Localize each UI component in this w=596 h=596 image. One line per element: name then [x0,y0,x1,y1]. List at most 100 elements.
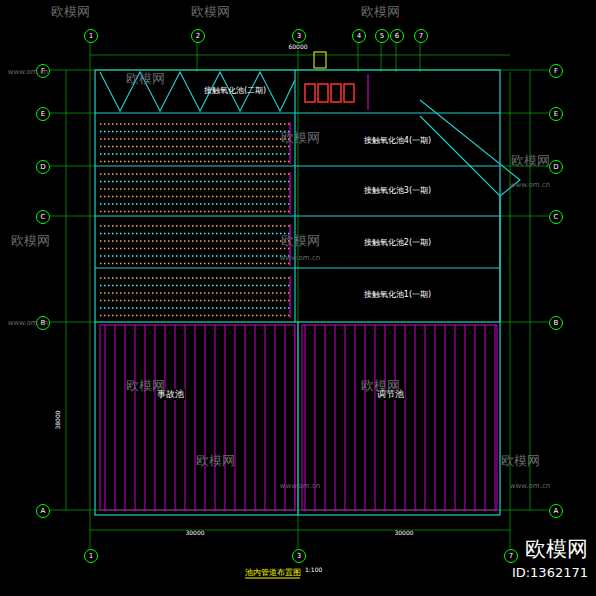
axis-name: B [554,320,559,327]
watermark: 欧模网 [191,5,230,18]
axis-name: 1 [89,33,93,40]
watermark: 欧模网 [361,5,400,18]
axis-bubble: E [549,107,563,121]
axis-bubble: D [549,160,563,174]
aeration-pipe [100,225,290,226]
axis-bubble: 5 [375,29,389,43]
axis-bubble: C [549,210,563,224]
watermark: 欧模网 [525,539,588,560]
axis-bubble: 3 [292,29,306,43]
watermark: 欧模网 [126,72,165,85]
aeration-pipe [100,233,290,234]
axis-bubble: E [36,107,50,121]
axis-name: E [41,111,45,118]
aeration-pipe [100,153,290,154]
aeration-pipe [100,123,290,124]
dimension: 30000 [394,530,413,536]
axis-bubble: 1 [84,549,98,563]
watermark: 欧模网 [501,454,540,467]
axis-bubble: A [36,504,50,518]
watermark: 欧模网 [281,131,320,144]
axis-bubble: 3 [292,549,306,563]
watermark: 欧模网 [511,154,550,167]
watermark: www.om.cn [8,320,48,327]
tank-name: 接触氧化池(二期) [203,86,267,96]
watermark: www.om.cn [8,69,48,76]
watermark: 欧模网 [196,454,235,467]
axis-bubble: B [549,316,563,330]
axis-bubble: F [549,64,563,78]
axis-name: 7 [509,553,513,560]
axis-name: C [554,214,559,221]
axis-name: D [40,164,45,171]
aeration-pipe [100,138,290,139]
tank-region: 接触氧化池(二期) [180,80,290,102]
tank-name: 接触氧化池2(一期) [363,238,432,248]
aeration-pipe [100,181,290,182]
axis-name: 2 [196,33,200,40]
aeration-pipe [100,248,290,249]
axis-name: 3 [297,553,301,560]
aeration-pipe [100,146,290,147]
axis-name: 6 [395,33,399,40]
main-pipe [289,276,290,318]
aeration-pipe [100,196,290,197]
axis-name: A [554,508,559,515]
axis-bubble: 7 [414,29,428,43]
tank-region: 接触氧化池3(一期) [300,168,495,214]
axis-name: 3 [297,33,301,40]
aeration-pipe [100,307,290,308]
aeration-pipe [100,285,290,286]
aeration-pipe [100,240,290,241]
watermark: 欧模网 [126,379,165,392]
aeration-pipe [100,161,290,162]
aeration-pipe [100,277,290,278]
aeration-pipe [100,173,290,174]
watermark: 欧模网 [361,379,400,392]
drawing-title: 池内管道布置图 [245,569,301,577]
dimension: 38000 [55,410,61,429]
tank-name: 接触氧化池4(一期) [363,136,432,146]
dimension: 30000 [185,530,204,536]
axis-bubble: A [549,504,563,518]
aeration-pipe [100,300,290,301]
axis-name: A [41,508,46,515]
axis-name: E [554,111,558,118]
axis-bubble: C [36,210,50,224]
aeration-pipe [100,292,290,293]
drawing-scale: 1:100 [305,567,322,573]
axis-bubble: 7 [504,549,518,563]
aeration-pipe [100,255,290,256]
axis-bubble: 2 [191,29,205,43]
axis-name: C [41,214,46,221]
axis-name: 5 [380,33,384,40]
aeration-pipe [100,211,290,212]
axis-name: 4 [357,33,361,40]
aeration-pipe [100,203,290,204]
watermark: 欧模网 [51,5,90,18]
axis-bubble: 1 [84,29,98,43]
aeration-pipe [100,188,290,189]
aeration-pipe [100,315,290,316]
watermark: www.om.cn [510,483,550,490]
axis-name: 7 [419,33,423,40]
tank-name: 接触氧化池1(一期) [363,290,432,300]
watermark: 欧模网 [281,234,320,247]
aeration-pipe [100,263,290,264]
watermark-id: ID:1362171 [512,566,588,579]
axis-name: D [553,164,558,171]
tank-region: 接触氧化池1(一期) [300,272,495,318]
watermark: www.om.cn [510,182,550,189]
main-pipe [289,172,290,214]
watermark: 欧模网 [11,234,50,247]
dimension: 60000 [288,44,307,50]
axis-bubble: D [36,160,50,174]
axis-bubble: 6 [390,29,404,43]
aeration-pipe [100,131,290,132]
watermark: www.om.cn [280,255,320,262]
axis-name: 1 [89,553,93,560]
tank-region: 接触氧化池4(一期) [300,118,495,164]
tank-name: 接触氧化池3(一期) [363,186,432,196]
axis-name: F [554,68,558,75]
